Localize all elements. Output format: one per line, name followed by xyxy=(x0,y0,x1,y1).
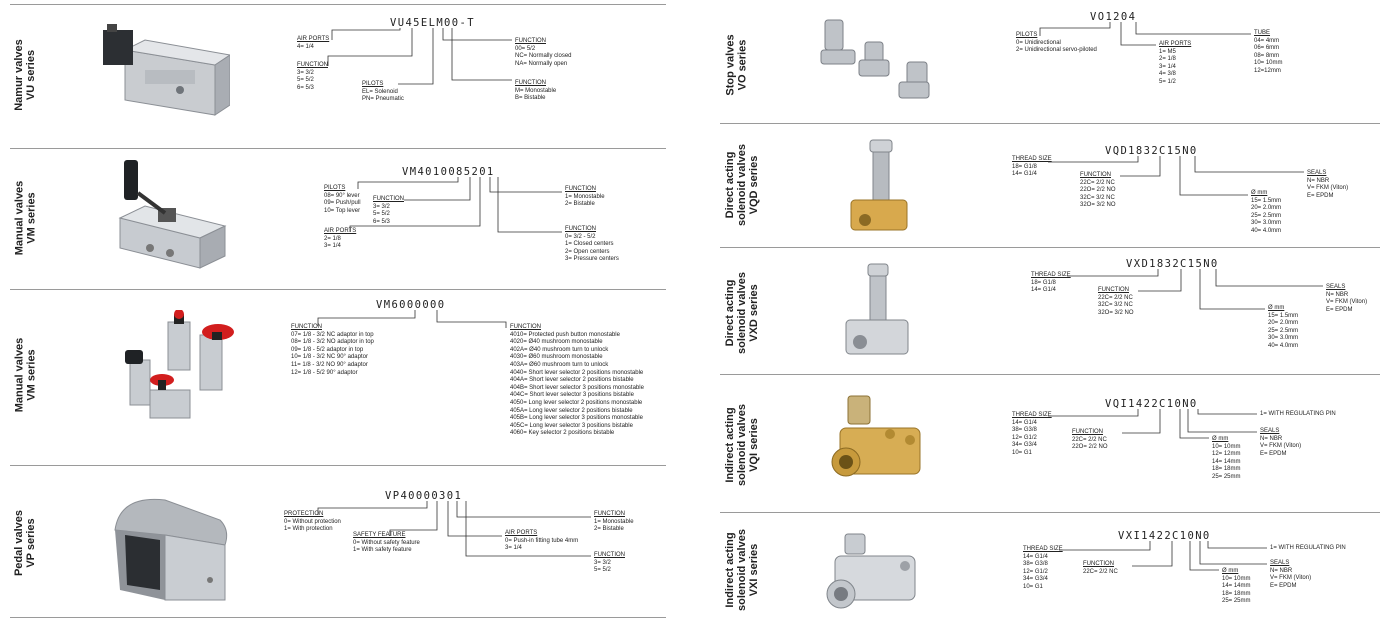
order-code: VU45ELM00-T xyxy=(390,17,475,29)
order-code: VQI1422C10N0 xyxy=(1105,398,1198,410)
divider xyxy=(720,247,1380,248)
divider xyxy=(10,465,666,466)
namur-valve-image xyxy=(95,20,232,125)
callout-lines xyxy=(317,501,591,557)
divider xyxy=(720,374,1380,375)
divider xyxy=(720,123,1380,124)
stop-valves-image xyxy=(815,12,935,112)
divider xyxy=(10,289,666,290)
divider xyxy=(10,617,666,618)
steel-indirect-valve-image xyxy=(825,530,925,622)
divider xyxy=(720,512,1380,513)
brass-solenoid-valve-image xyxy=(845,138,915,238)
order-code: VXI1422C10N0 xyxy=(1118,530,1211,542)
pedal-valve-image xyxy=(105,490,240,605)
order-code: VO1204 xyxy=(1090,11,1137,23)
callout-lines xyxy=(349,177,562,233)
callout-lines xyxy=(317,310,507,328)
callout-lines xyxy=(1048,156,1304,196)
brass-indirect-valve-image xyxy=(830,392,930,504)
callout-lines xyxy=(1048,409,1257,439)
order-code: VQD1832C15N0 xyxy=(1105,145,1198,157)
callout-lines xyxy=(1039,22,1251,46)
callout-lines xyxy=(327,28,512,85)
option-group: 1= WITH REGULATING PIN xyxy=(1270,545,1346,551)
divider xyxy=(10,148,666,149)
manual-lever-valve-image xyxy=(110,158,235,273)
divider xyxy=(10,4,666,5)
order-code: VM4010085201 xyxy=(402,166,495,178)
manual-mushroom-valves-image xyxy=(100,309,240,425)
steel-solenoid-valve-image xyxy=(840,262,915,362)
order-code: VXD1832C15N0 xyxy=(1126,258,1219,270)
callout-lines xyxy=(1067,269,1323,310)
order-code: VP40000301 xyxy=(385,490,463,502)
order-code: VM6000000 xyxy=(376,299,446,311)
callout-lines xyxy=(1059,541,1267,571)
option-group: 1= WITH REGULATING PIN xyxy=(1260,411,1336,417)
